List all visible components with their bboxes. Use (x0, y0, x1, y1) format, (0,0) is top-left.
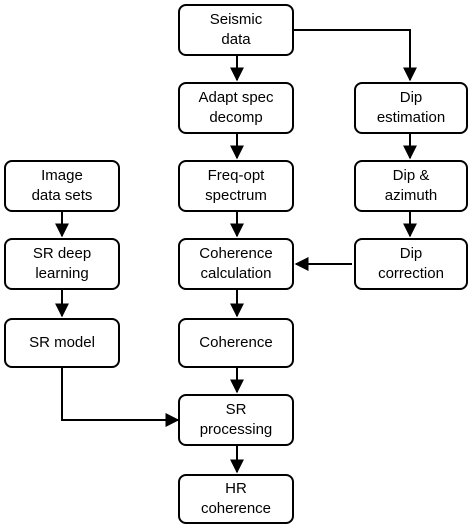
node-coherence-line1: Coherence (199, 334, 273, 351)
node-seismic-data-line2: data (221, 31, 251, 48)
node-dip-correction: Dip correction (354, 238, 468, 290)
node-adapt-spec-decomp: Adapt spec decomp (178, 82, 294, 134)
node-coherence-calculation-line2: calculation (200, 265, 272, 282)
node-sr-model: SR model (4, 318, 120, 368)
node-dip-azimuth-line1: Dip & (392, 167, 430, 184)
node-sr-deep-learning-line2: learning (35, 265, 89, 282)
node-adapt-spec-decomp-line1: Adapt spec (198, 89, 274, 106)
node-freq-opt-spectrum-line2: spectrum (205, 187, 267, 204)
node-dip-estimation-line1: Dip (399, 89, 423, 106)
node-hr-coherence-line1: HR (225, 480, 247, 497)
node-coherence-calculation-line1: Coherence (199, 245, 273, 262)
node-sr-model-line1: SR model (29, 334, 95, 351)
arrow-seismic-to-dip-estimation (294, 29, 417, 82)
node-adapt-spec-decomp-line2: decomp (209, 109, 263, 126)
node-image-data-sets-line2: data sets (31, 187, 93, 204)
node-seismic-data-line1: Seismic (209, 11, 263, 28)
node-dip-correction-line2: correction (378, 265, 444, 282)
node-freq-opt-spectrum-line1: Freq-opt (207, 167, 265, 184)
node-dip-azimuth: Dip & azimuth (354, 160, 468, 212)
node-sr-deep-learning-line1: SR deep (32, 245, 92, 262)
node-image-data-sets-line1: Image (41, 167, 83, 184)
node-image-data-sets: Image data sets (4, 160, 120, 212)
node-sr-processing: SR processing (178, 394, 294, 446)
node-coherence-calculation: Coherence calculation (178, 238, 294, 290)
node-hr-coherence-line2: coherence (200, 500, 272, 517)
node-hr-coherence: HR coherence (178, 474, 294, 524)
node-dip-estimation-line2: estimation (376, 109, 446, 126)
node-dip-azimuth-line2: azimuth (384, 187, 438, 204)
node-coherence: Coherence (178, 318, 294, 368)
node-seismic-data: Seismic data (178, 4, 294, 56)
node-dip-correction-line1: Dip (399, 245, 423, 262)
node-freq-opt-spectrum: Freq-opt spectrum (178, 160, 294, 212)
arrow-sr-model-to-sr-processing (61, 368, 180, 427)
node-sr-processing-line1: SR (225, 401, 247, 418)
node-sr-deep-learning: SR deep learning (4, 238, 120, 290)
node-sr-processing-line2: processing (199, 421, 273, 438)
node-dip-estimation: Dip estimation (354, 82, 468, 134)
